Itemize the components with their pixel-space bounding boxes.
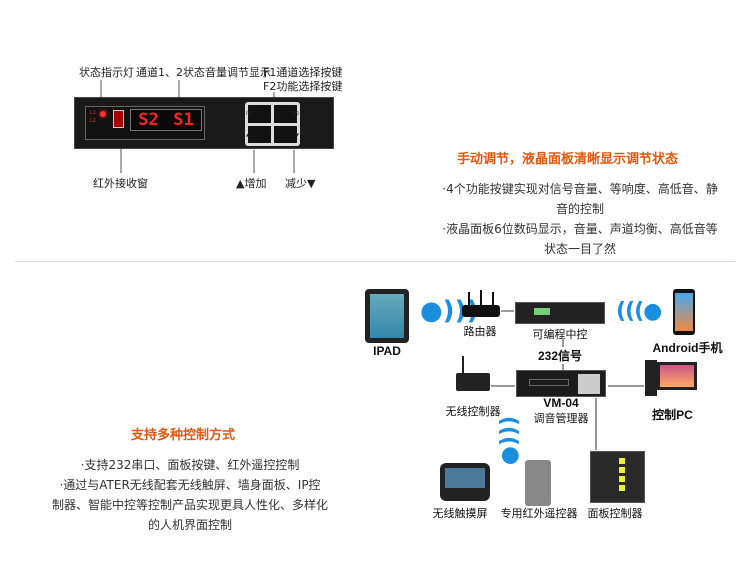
wireless-controller-label: 无线控制器: [445, 405, 501, 418]
pc-label: 控制PC: [652, 408, 693, 422]
router-label: 路由器: [463, 325, 497, 338]
f2-label: F2: [294, 111, 299, 116]
label-decrease: 减少▼: [285, 177, 316, 190]
touch-screen-label: 无线触摸屏: [432, 507, 488, 520]
pointer-line: [253, 150, 255, 173]
section2-line: 的人机界面控制: [147, 518, 232, 532]
pointer-line: [293, 150, 295, 173]
pointer-line: [120, 145, 122, 173]
section2-line: ·通过与ATER无线配套无线触屏、墙身面板、IP控: [59, 478, 321, 492]
pc-tower-image: [645, 360, 657, 396]
f1-button[interactable]: F1: [246, 105, 271, 123]
section1-line: 音的控制: [555, 202, 604, 216]
remote-image: [525, 460, 551, 506]
f1-label: F1: [246, 111, 251, 116]
touch-screen-image: [440, 463, 490, 501]
led-l2-label: L2: [90, 118, 96, 124]
remote-label: 专用红外遥控器: [500, 507, 578, 520]
wall-panel-image: [590, 451, 645, 503]
wifi-icon: (((●: [616, 299, 662, 324]
label-f1: F1通道选择按键: [263, 66, 343, 79]
wireless-controller-antenna: [462, 356, 464, 374]
label-status-led: 状态指示灯: [79, 66, 134, 79]
connector-arrow: [608, 385, 644, 387]
led-l1-label: L1: [90, 110, 96, 116]
vm04-name-label: 调音管理器: [533, 412, 589, 425]
central-controller-image: [515, 302, 605, 324]
router-antenna: [480, 290, 482, 306]
router-antenna: [492, 292, 494, 306]
panel-device: L1 L2 S2 S1 F1 F2 ▲ ▼: [74, 97, 334, 149]
section2-line: 制器、智能中控等控制产品实现更具人性化、多样化: [51, 498, 328, 512]
wireless-controller-image: [456, 373, 490, 391]
down-button[interactable]: ▼: [274, 125, 299, 143]
section1-title: 手动调节，液晶面板清晰显示调节状态: [457, 152, 679, 167]
central-label: 可编程中控: [532, 328, 588, 341]
section1-line: 状态一目了然: [543, 242, 616, 256]
signal-label: 232信号: [525, 347, 595, 364]
android-label: Android手机: [652, 341, 723, 355]
android-phone-image: [673, 289, 695, 335]
vm04-model-label: VM-04: [543, 396, 579, 410]
down-label: ▼: [295, 131, 299, 137]
section2-line: ·支持232串口、面板按键、红外遥控控制: [80, 458, 300, 472]
section1-line: ·4个功能按键实现对信号音量、等响度、高低音、静: [442, 182, 718, 196]
f2-button[interactable]: F2: [274, 105, 299, 123]
label-channel-display: 通道1、2状态音量调节显示: [136, 66, 271, 79]
label-ir-window: 红外接收窗: [93, 177, 148, 190]
divider: [15, 261, 735, 262]
vm04-image: [516, 370, 606, 397]
label-increase: ▲增加: [236, 177, 267, 190]
up-button[interactable]: ▲: [246, 125, 271, 143]
wifi-icon: ●))): [497, 415, 523, 466]
connector-arrow: [501, 310, 514, 312]
connector-arrow: [491, 385, 515, 387]
wall-panel-label: 面板控制器: [587, 507, 643, 520]
router-antenna: [468, 292, 470, 306]
display-ch2: S1: [173, 110, 194, 130]
display-ch1: S2: [138, 110, 159, 130]
digit-display: S2 S1: [130, 109, 202, 131]
ir-window: [113, 110, 124, 128]
pc-monitor-image: [657, 362, 697, 390]
up-label: ▲: [246, 131, 250, 137]
label-f2: F2功能选择按键: [263, 80, 343, 93]
section1-line: ·液晶面板6位数码显示，音量、声道均衡、高低音等: [442, 222, 718, 236]
section2-title: 支持多种控制方式: [131, 428, 236, 443]
status-led: [100, 111, 106, 117]
pointer-line: [100, 80, 102, 97]
ipad-label: IPAD: [373, 344, 401, 358]
connector-arrow: [595, 398, 597, 450]
ipad-image: [365, 289, 409, 343]
router-image: [462, 305, 500, 317]
pointer-line: [178, 80, 180, 110]
